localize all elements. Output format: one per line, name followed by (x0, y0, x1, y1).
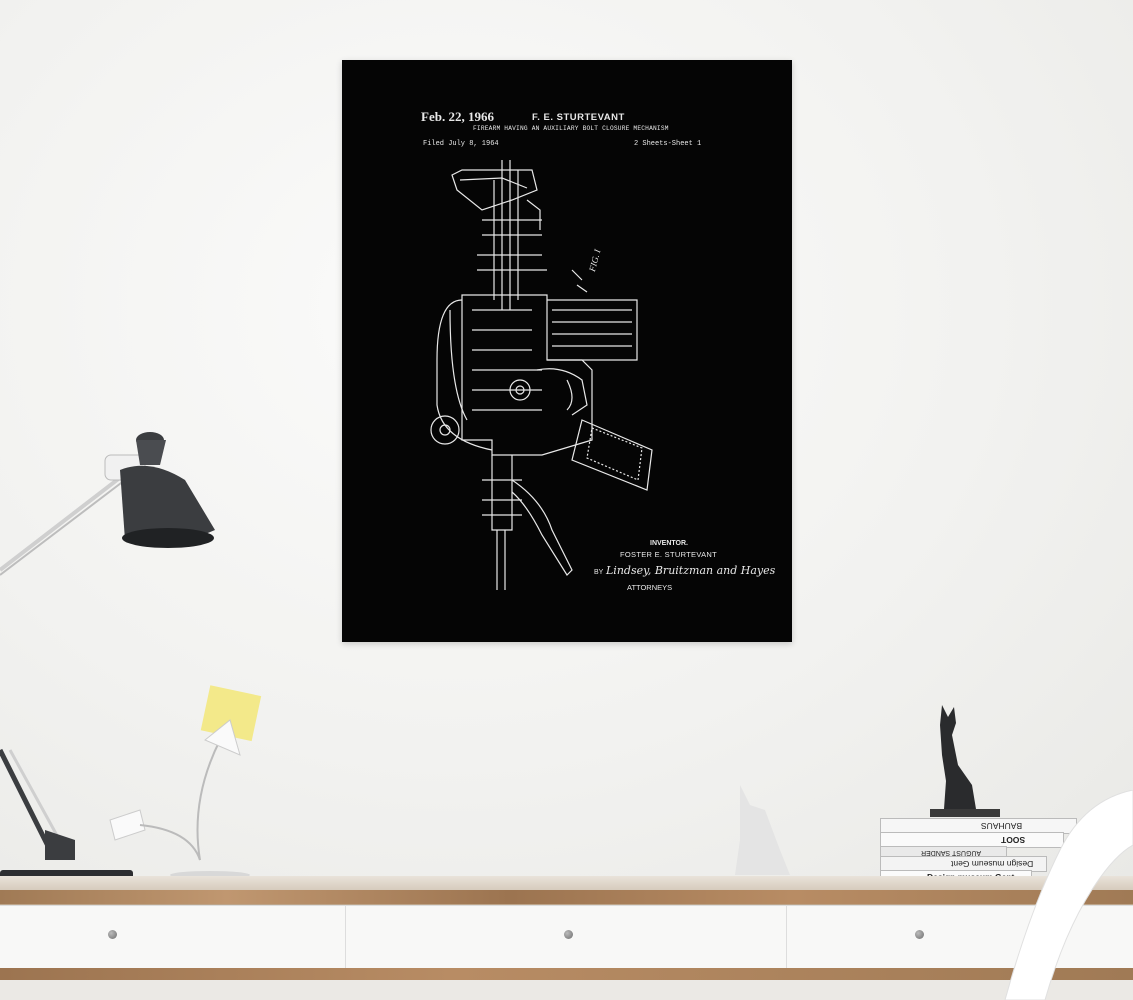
patent-date: Feb. 22, 1966 (421, 109, 494, 124)
clip-stand (109, 685, 262, 879)
white-chair (1004, 790, 1133, 1000)
desk-edge (0, 890, 1133, 904)
floor (0, 980, 1133, 1000)
attorneys-label: ATTORNEYS (627, 583, 673, 592)
by-label: BY (594, 569, 604, 576)
patent-filed-date: Filed July 8, 1964 (423, 140, 499, 148)
rifle-drawing (430, 160, 653, 590)
patent-title: FIREARM HAVING AN AUXILIARY BOLT CLOSURE… (473, 125, 669, 132)
cat-shadow (735, 785, 790, 875)
cat-figurine (930, 705, 1000, 817)
drawer-knob[interactable] (564, 930, 573, 939)
inventor-name: FOSTER E. STURTEVANT (620, 550, 717, 559)
patent-author: F. E. STURTEVANT (532, 112, 625, 123)
desk-base (0, 968, 1133, 980)
inventor-label: INVENTOR. (650, 540, 688, 547)
desk-drawer-middle[interactable] (346, 905, 787, 969)
patent-sheets: 2 Sheets-Sheet 1 (634, 140, 702, 148)
book-title: AUGUST SANDER (921, 849, 982, 856)
desk-drawer-left[interactable] (0, 905, 346, 969)
drawer-knob[interactable] (915, 930, 924, 939)
patent-poster: Feb. 22, 1966 F. E. STURTEVANT FIREARM H… (342, 60, 792, 642)
drawer-knob[interactable] (108, 930, 117, 939)
attorney-signature: Lindsey, Bruitzman and Hayes (606, 564, 776, 577)
